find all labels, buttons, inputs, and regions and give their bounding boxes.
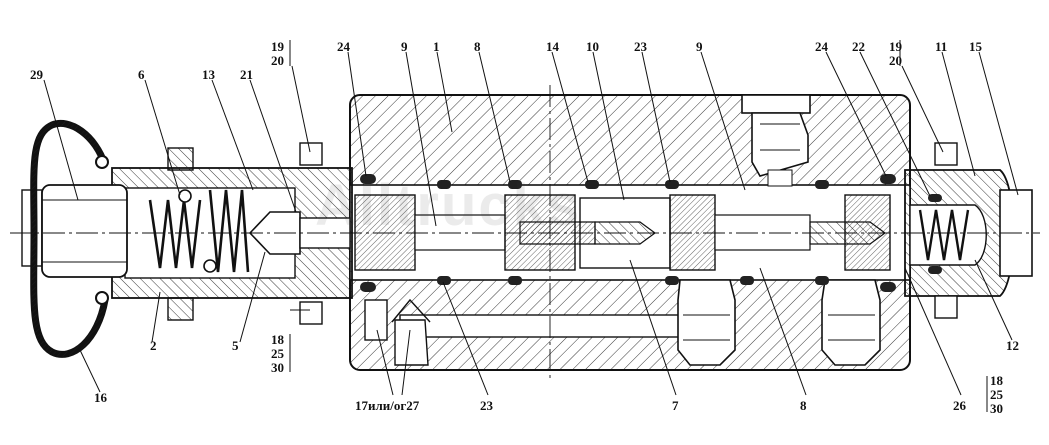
bottom-plug-left (677, 279, 736, 366)
callout-1: 1 (433, 39, 440, 54)
watermark: Alltrucks (315, 173, 582, 238)
callout-23-top: 23 (634, 39, 647, 54)
callout-18-right: 18 (990, 373, 1003, 388)
bottom-plug-right (821, 279, 881, 366)
callout-22: 22 (852, 39, 865, 54)
callout-7: 7 (672, 398, 679, 413)
bottom-port-plug (364, 298, 431, 366)
callout-20-left: 20 (271, 53, 284, 68)
callout-16: 16 (94, 390, 107, 405)
callout-24-left: 24 (337, 39, 350, 54)
wire-loop (30, 120, 109, 358)
callout-5: 5 (232, 338, 239, 353)
right-end-cap (904, 142, 1033, 319)
callout-29: 29 (30, 67, 43, 82)
callout-14: 14 (546, 39, 559, 54)
callout-9-right: 9 (696, 39, 703, 54)
top-plug (741, 94, 811, 187)
callout-20-right: 20 (889, 53, 902, 68)
button-cap (21, 184, 128, 278)
callout-30-left: 30 (271, 360, 284, 375)
callout-15: 15 (969, 39, 982, 54)
callout-23-bottom: 23 (480, 398, 493, 413)
spool-right (669, 194, 891, 271)
callout-19-right: 19 (889, 39, 902, 54)
callout-10: 10 (586, 39, 599, 54)
callout-17-or-27: 17или/ог27 (355, 398, 420, 413)
callout-25-right: 25 (990, 387, 1003, 402)
callout-8-top: 8 (474, 39, 481, 54)
callout-2: 2 (150, 338, 157, 353)
callout-21: 21 (240, 67, 253, 82)
callout-11: 11 (935, 39, 948, 54)
seal-rings (360, 174, 942, 292)
leader-lines (43, 40, 1019, 412)
callout-6: 6 (138, 67, 145, 82)
callout-26: 26 (953, 398, 966, 413)
callout-24-right: 24 (815, 39, 828, 54)
callout-8-bottom: 8 (800, 398, 807, 413)
callout-12: 12 (1006, 338, 1019, 353)
callout-13: 13 (202, 67, 215, 82)
callout-9-left: 9 (401, 39, 408, 54)
callout-19-left: 19 (271, 39, 284, 54)
spool-left (354, 194, 576, 271)
callout-30-right: 30 (990, 401, 1003, 416)
callout-25-left: 25 (271, 346, 284, 361)
callout-18-left: 18 (271, 332, 284, 347)
left-spring (148, 189, 250, 273)
